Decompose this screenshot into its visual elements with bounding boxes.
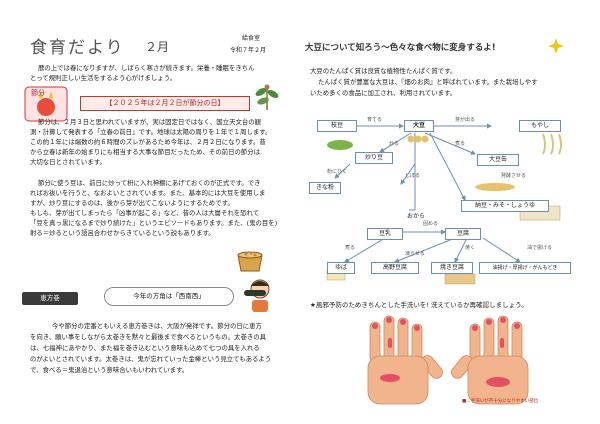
newsletter-title: 食育だより (30, 38, 125, 58)
ehoumaki-section-label: 恵方巻 (22, 292, 78, 305)
edge-solidify: 固める (423, 221, 439, 227)
node-fried-tofu: 油揚げ・厚揚げ・がんもどき (479, 262, 571, 274)
ehoumaki-line-3: は、七福神にあやかり、また福を巻き込むという意味も込めて七つの具を入れる (30, 344, 260, 352)
ehoumaki-line-4: のがよいとされています。太巻きは、鬼が忘れていった金棒という見立てもあるよう (30, 355, 272, 363)
newsletter-month: ２月 (145, 40, 170, 54)
soybean-processing-diagram: 枝豆 大豆 もやし 炒り豆 大豆缶 きな粉 おから 納豆・みそ・しょうゆ 豆乳 … (305, 112, 573, 300)
child-eating-ehoumaki-icon (244, 279, 270, 312)
issue-date: 令和７年２月 (230, 47, 267, 54)
setsubun-p1-line-3: この約１年には端数の約６時間のズレがあるため今年は、２月２日になります。昔 (30, 138, 266, 146)
intro-line-1: 暦の上では春になりますが、しばらく寒さが続きます。栄養・睡眠をきちん (38, 64, 255, 72)
edge-squeeze: しぼる (405, 173, 421, 179)
setsubun-p2-line-1: 節分に使う豆は、前日に炒って枡に入れ神棚にあげておくのが正式です。でき (38, 179, 261, 187)
setsubun-date-banner: 【２０２５年は２月２日が節分の日】 (80, 96, 250, 111)
edge-freeze: 凍らせる (405, 251, 425, 257)
setsubun-p1-line-1: 節分は、２月３日と思われていますが、実は固定日ではなく、国立天文台の観 (38, 118, 262, 126)
setsubun-p2-line-3: すが、炒り豆にするのは、後から芽が出てこないようにするためです。 (30, 199, 234, 207)
node-grilled-tofu: 焼き豆腐 (431, 262, 473, 274)
node-roasted-beans: 炒り豆 (355, 152, 393, 164)
edamame-icon (327, 140, 353, 150)
intro-line-2: とって規則正しい生活をするよう心がけましょう。 (30, 74, 177, 82)
setsubun-p1-line-4: から立春は新年の始まりにも相当する大事な節目だったため、その前日の節分は (30, 148, 261, 156)
setsubun-p2-line-4: もしも、芽が出てしまったら「凶事が起こる」など、昔の人は大層それを恐れて (30, 209, 260, 217)
diagram-arrows (326, 123, 561, 285)
issuer: 給食室 (242, 35, 261, 42)
node-natto-miso-shoyu: 納豆・みそ・しょうゆ (461, 200, 549, 212)
edge-grow: 育てる (367, 117, 383, 123)
edge-grind: 粉にひく (327, 169, 348, 175)
handwash-note: ■…手洗いが不十分になりやすい部位 (462, 399, 539, 404)
handwash-hands-illustration (367, 315, 529, 405)
ehoumaki-line-5: で、食べる＝鬼退治という意味合いもいわれています。 (30, 366, 189, 374)
setsubun-p2-line-2: ればお祓いを行うと、なおよいとされています。また、基本的には大豆を使用しま (30, 189, 266, 197)
node-canned-soybean: 大豆缶 (477, 154, 519, 166)
node-okara: おから (399, 212, 433, 222)
edge-boil-2: 煮る (345, 245, 356, 251)
node-edamame: 枝豆 (317, 120, 357, 132)
edge-sprout: 芽が出る (455, 117, 476, 123)
setsubun-p1-line-2: 測・計算して発表する「立春の前日」です。地球は太陽の周りを１年で１周します。 (30, 128, 272, 136)
node-kinako: きな粉 (309, 182, 341, 194)
node-soy-milk: 豆乳 (367, 228, 403, 240)
edge-ferment: 発酵させる (501, 173, 527, 179)
node-koya-tofu: 高野豆腐 (371, 262, 419, 274)
soybean-line-2: たんぱく質が豊富な大豆は、『畑のお肉』と呼ばれています。また栽培しやす (318, 78, 538, 86)
handwash-tip: ★風邪予防のためきちんとした手洗いを! 洗えているか再確認しましょう。 (310, 301, 528, 309)
sparkle-icon (548, 38, 564, 54)
edge-deep-fry: 油で揚げる (527, 245, 553, 251)
oni-mask-icon (24, 86, 68, 122)
soybean-line-1: 大豆のたんぱく質は良質な植物性たんぱく質です。 (310, 67, 457, 75)
edge-boil: 煮る (455, 141, 466, 147)
setsubun-p2-line-5: 「豆を真っ黒になるまで炒り続けた」というエピソードもあります。また、(鬼の目を) (30, 219, 278, 227)
setsubun-badge: 節分 (24, 86, 68, 122)
setsubun-p1-line-5: 大切な日とされています。 (30, 158, 106, 166)
soybean-icon (407, 135, 429, 143)
soybean-line-3: いため多くの食品に加工され、利用されています。 (310, 89, 457, 97)
soybean-heading: 大豆について知ろう～色々な食べ物に変身するよ! (305, 43, 496, 53)
edge-roast: 炒る (389, 141, 400, 147)
node-bean-sprout: もやし (519, 120, 561, 132)
masu-box-icon (237, 251, 263, 272)
ehoumaki-line-2: を向き、願い事をしながら太巻きを黙々と最後まで食べるというもの。太巻きの具 (30, 333, 267, 341)
setsubun-badge-label: 節分 (31, 89, 45, 97)
ehoumaki-line-1: 今や節分の定番ともいえる恵方巻きは、大阪が発祥です。節分の日に恵方 (52, 322, 262, 330)
setsubun-p2-line-6: 射る＝炒るという語呂合わせからきているという説もあります。 (30, 229, 215, 237)
bean-sprout-icon (542, 133, 562, 155)
node-tofu: 豆腐 (445, 228, 481, 240)
node-soybean: 大豆 (404, 120, 434, 132)
node-yuba: ゆば (327, 262, 355, 274)
lucky-direction-bubble: 今年の方角は「西南西」 (104, 287, 234, 306)
holly-sprig-icon (255, 84, 279, 110)
edge-grill: 焼く (465, 245, 476, 251)
